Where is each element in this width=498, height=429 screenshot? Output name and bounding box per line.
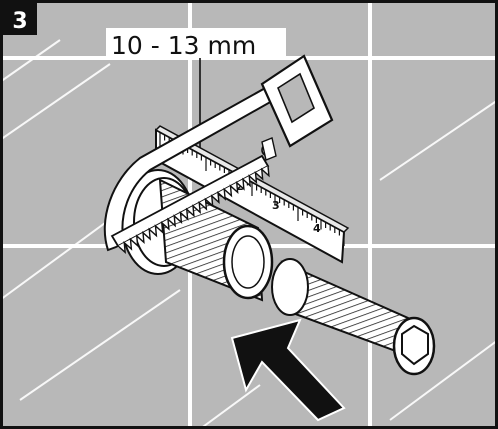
push-arrow-icon: [230, 318, 346, 422]
step-badge: 3: [3, 3, 37, 35]
cut-dimension: 10 - 13 mm: [106, 28, 286, 160]
hacksaw-icon: [103, 54, 334, 255]
ruler-mark-3: 3: [272, 199, 280, 212]
cut-dimension-label: 10 - 13 mm: [111, 31, 256, 60]
threaded-pipe-icon: [121, 169, 274, 302]
ruler-mark-2: 2: [236, 180, 244, 193]
step-number: 3: [12, 9, 27, 34]
coupling-sleeve-icon: [271, 258, 436, 376]
ruler-mark-4: 4: [313, 222, 321, 235]
